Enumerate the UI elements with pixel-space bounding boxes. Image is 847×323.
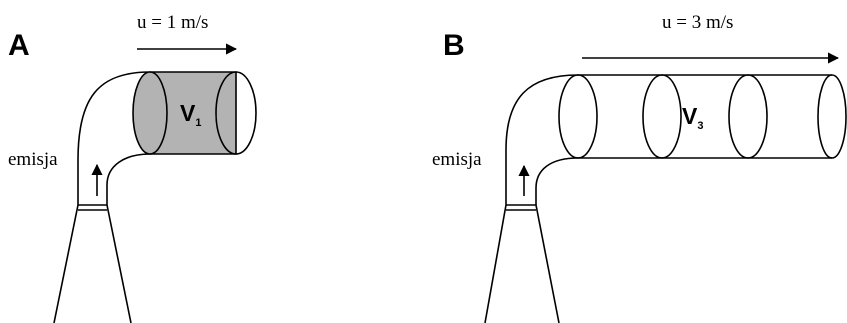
wind-speed-label-b: u = 3 m/s [662,12,733,33]
volume-slice-b-2 [643,75,681,158]
volume-slice-b-1 [559,75,597,158]
stack-a-right-wall [107,205,131,323]
volume-slice-b-3 [729,75,767,158]
wind-speed-label-a: u = 1 m/s [137,12,208,33]
emission-label-b: emisja [432,149,482,170]
panel-a: A emisja V1 u = 1 m/s [8,12,256,323]
stack-b-left-wall [485,205,506,323]
plume-b-inner-edge [536,158,578,205]
volume-slice-b-4 [818,75,846,158]
panel-b: B emisja V3 u = 3 m/s [432,12,846,323]
volume-cylinder-b [559,75,846,158]
emission-label-a: emisja [8,149,58,170]
panel-b-label: B [443,29,465,62]
stack-b-right-wall [536,205,559,323]
plume-b-outer-edge [506,75,578,205]
volume-label-b: V3 [682,103,703,132]
stack-a-left-wall [54,205,78,323]
panel-a-label: A [8,29,30,62]
stack-b [485,205,559,323]
stack-a [54,205,131,323]
plume-a-inner-edge [107,154,150,205]
